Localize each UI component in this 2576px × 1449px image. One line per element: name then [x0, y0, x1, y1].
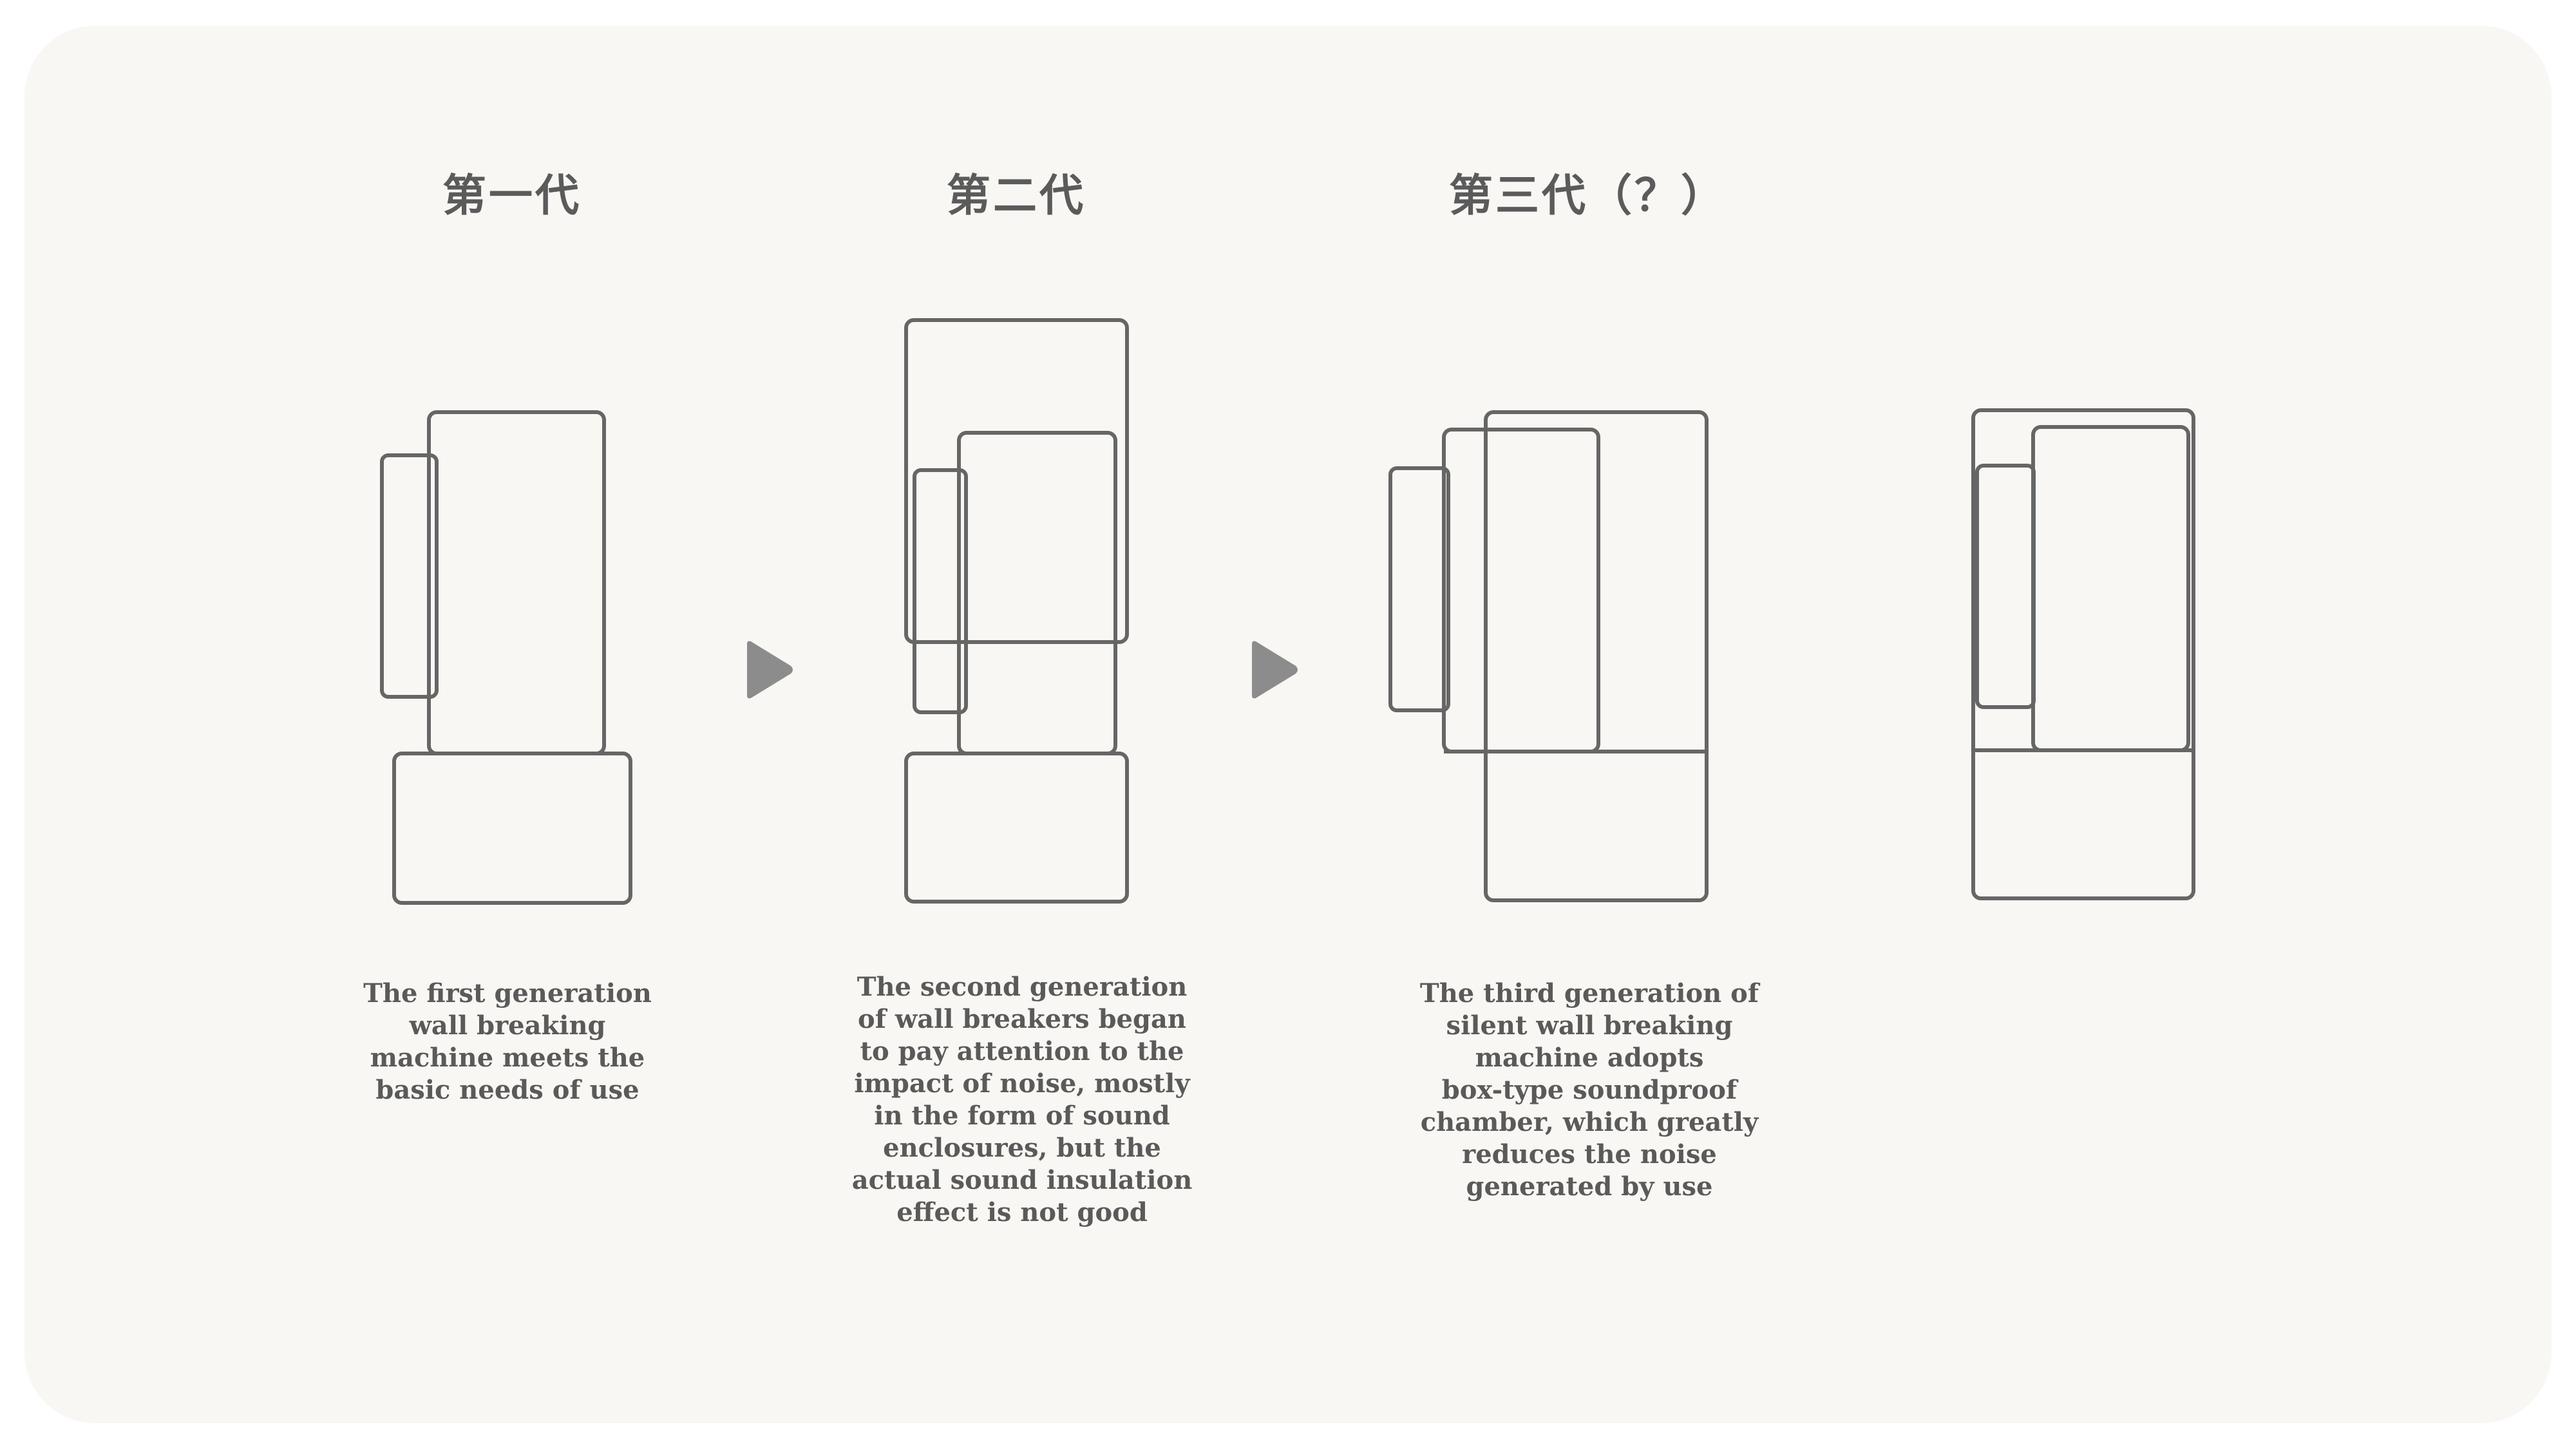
- gen2-sound-enclosure: [904, 318, 1129, 644]
- background-card: [24, 26, 2552, 1423]
- gen3-title: 第三代（？）: [1448, 171, 1728, 222]
- gen2-description: The second generation of wall breakers b…: [851, 972, 1193, 1227]
- gen1-handle: [380, 453, 439, 699]
- proposed-handle: [1975, 464, 2036, 709]
- gen1-base: [392, 752, 632, 905]
- gen3-handle: [1388, 466, 1450, 712]
- gen3-proposed-outline: [1971, 408, 2195, 900]
- gen2-title: 第二代: [946, 171, 1086, 222]
- gen3-jar: [1442, 428, 1600, 753]
- gen2-handle: [913, 468, 968, 714]
- gen1-description: The first generation wall breaking machi…: [363, 978, 652, 1105]
- arrow-2-icon: [1252, 641, 1298, 699]
- gen1-title: 第一代: [442, 171, 582, 222]
- gen3-chamber: [1484, 410, 1709, 902]
- gen2-blender-outline: [904, 318, 1129, 904]
- proposed-chamber: [1971, 408, 2195, 900]
- gen1-blender-outline: [380, 410, 632, 905]
- gen2-base: [904, 752, 1129, 904]
- gen2-jar: [957, 431, 1117, 755]
- arrow-1-icon: [747, 641, 793, 699]
- gen3-blender-outline: [1388, 410, 1709, 902]
- gen1-jar: [427, 410, 606, 755]
- gen3-description: The third generation of silent wall brea…: [1419, 978, 1759, 1202]
- proposed-jar: [2031, 425, 2190, 752]
